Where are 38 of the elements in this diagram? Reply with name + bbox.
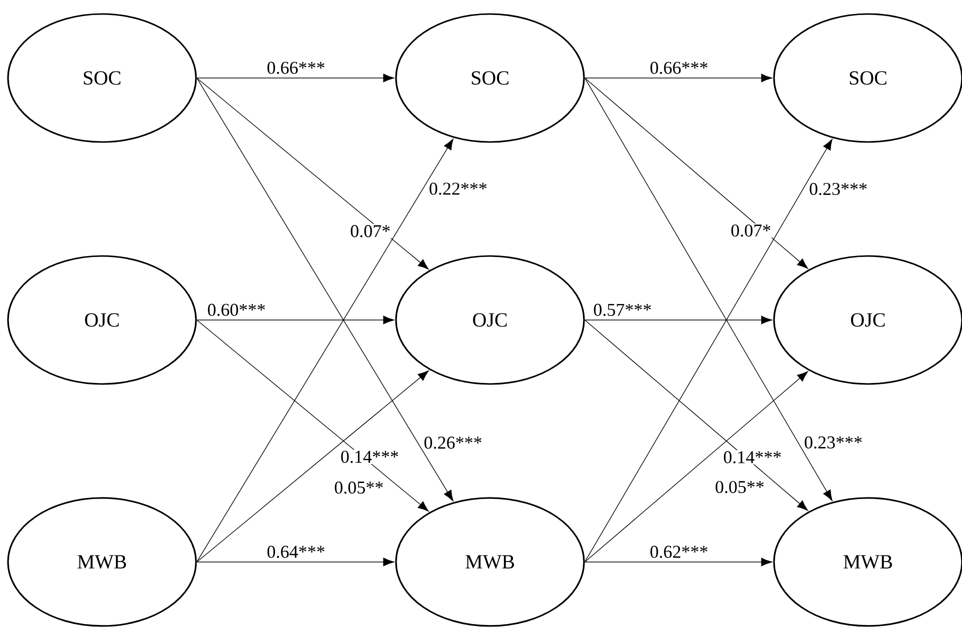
edge-label: 0.07* [349, 224, 392, 238]
edge-label: 0.14*** [339, 450, 400, 464]
edge-label: 0.66*** [266, 60, 326, 75]
edge-label: 0.05** [333, 480, 385, 495]
ellipse-node: MWB [395, 497, 585, 627]
edge-label: 0.23*** [803, 435, 864, 450]
edge-label: 0.22*** [428, 182, 488, 196]
edge-label: 0.05** [714, 480, 766, 494]
arrow [196, 316, 394, 324]
edge-label: 0.26*** [422, 436, 484, 450]
arrow [584, 74, 772, 82]
ellipse-node: SOC [7, 13, 197, 143]
edge-label: 0.14*** [722, 450, 783, 464]
arrow [196, 78, 454, 502]
ellipse-node: OJC [395, 255, 585, 385]
arrow [196, 74, 394, 82]
arrow [584, 78, 808, 269]
edge-label: 0.64*** [266, 544, 326, 559]
arrow [196, 138, 454, 562]
edge-label: 0.23*** [808, 182, 869, 196]
arrow [584, 78, 832, 501]
arrow [196, 558, 394, 566]
arrow [584, 139, 832, 562]
arrow [584, 320, 808, 511]
edge-label: 0.57*** [592, 302, 653, 317]
arrow [584, 316, 772, 324]
edge-label: 0.62*** [648, 544, 710, 559]
arrow [584, 371, 808, 562]
ellipse-node: SOC [395, 13, 585, 143]
edge-label: 0.07* [730, 223, 772, 238]
arrow [584, 558, 772, 566]
ellipse-node: OJC [7, 255, 197, 385]
edge-label: 0.60*** [206, 302, 267, 317]
edge-label: 0.66*** [648, 60, 710, 75]
arrow [196, 320, 429, 512]
ellipse-node: MWB [7, 497, 197, 627]
arrow [196, 370, 429, 562]
arrow [196, 78, 429, 270]
